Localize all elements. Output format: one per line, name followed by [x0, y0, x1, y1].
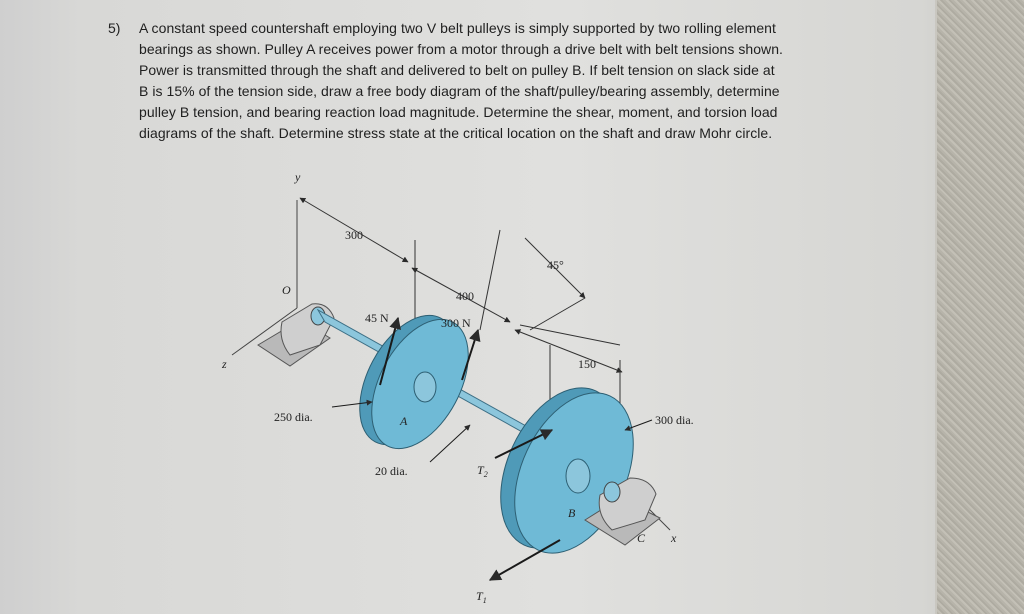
problem-number: 5): [108, 20, 121, 36]
problem-line-4: B is 15% of the tension side, draw a fre…: [139, 83, 780, 99]
y-axis-label: y: [294, 170, 301, 184]
dimension-400: 400: [456, 289, 474, 303]
origin-label: O: [282, 283, 291, 297]
problem-line-6: diagrams of the shaft. Determine stress …: [139, 125, 773, 141]
tension-t2-label: T2: [477, 463, 488, 479]
dimension-150: 150: [578, 357, 596, 371]
pulley-a-label: A: [399, 414, 408, 428]
dimension-300: 300: [345, 228, 363, 242]
pulley-a: [359, 314, 469, 450]
diameter-20-label: 20 dia.: [375, 464, 408, 478]
problem-line-3: Power is transmitted through the shaft a…: [139, 62, 775, 78]
dimension-lines: [299, 197, 623, 470]
force-300n-label: 300 N: [441, 316, 471, 330]
pulley-b-label: B: [568, 506, 576, 520]
problem-line-5: pulley B tension, and bearing reaction l…: [139, 104, 778, 120]
bearing-c-label: C: [637, 531, 646, 545]
angle-label: 45°: [547, 258, 564, 272]
problem-line-2: bearings as shown. Pulley A receives pow…: [139, 41, 783, 57]
diameter-300-label: 300 dia.: [655, 413, 694, 427]
desk-surface: [935, 0, 1024, 614]
z-axis-label: z: [221, 357, 227, 371]
tension-t1-label: T1: [476, 589, 487, 605]
diameter-250-label: 250 dia.: [274, 410, 313, 424]
problem-line-1: A constant speed countershaft employing …: [139, 20, 776, 36]
bearing-c: [584, 477, 661, 546]
x-axis-label: x: [670, 531, 677, 545]
force-45n-label: 45 N: [365, 311, 389, 325]
force-arrows: [331, 316, 653, 581]
